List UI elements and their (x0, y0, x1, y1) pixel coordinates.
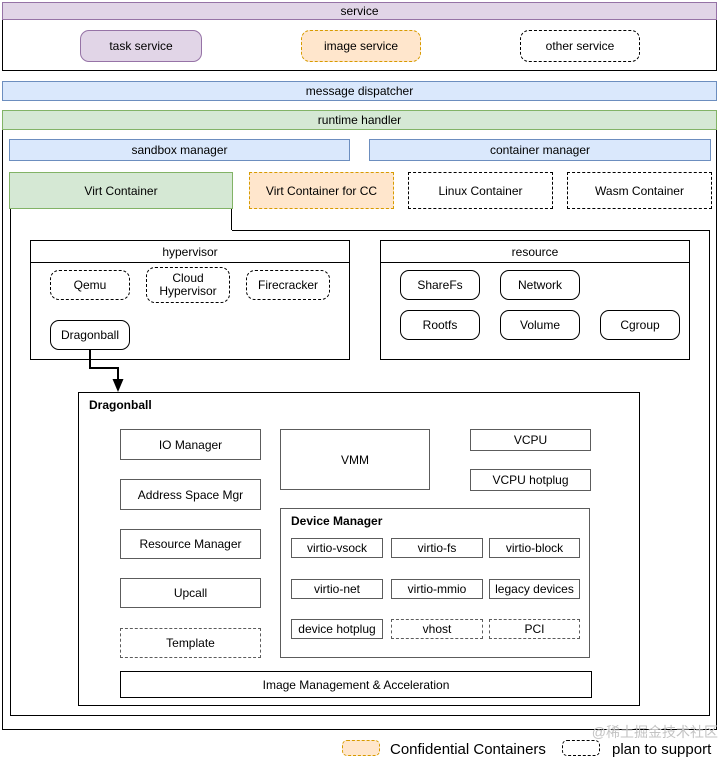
template-box: Template (120, 628, 261, 658)
network-box: Network (500, 270, 580, 300)
resource-manager-box: Resource Manager (120, 529, 261, 559)
virt-container-tab-connector (10, 209, 232, 230)
vcpu-box: VCPU (470, 429, 591, 451)
sharefs-box: ShareFs (400, 270, 480, 300)
vcpu-hotplug-box: VCPU hotplug (470, 469, 591, 491)
legend-confidential-label: Confidential Containers (390, 741, 546, 758)
hypervisor-title: hypervisor (31, 241, 349, 263)
image-service-box: image service (301, 30, 421, 62)
service-layer-title: service (2, 2, 717, 20)
virt-container-detail-topline (232, 230, 710, 231)
legend-plan-swatch (562, 740, 600, 756)
virt-container-cc-box: Virt Container for CC (249, 172, 394, 209)
legend-confidential-swatch (342, 740, 380, 756)
qemu-box: Qemu (50, 270, 130, 300)
virtio-block-box: virtio-block (489, 538, 580, 558)
image-management-box: Image Management & Acceleration (120, 671, 592, 698)
runtime-handler-title: runtime handler (2, 110, 717, 130)
cloud-hypervisor-box: Cloud Hypervisor (146, 267, 230, 303)
resource-frame: resource (380, 240, 690, 360)
firecracker-box: Firecracker (246, 270, 330, 300)
io-manager-box: IO Manager (120, 429, 261, 460)
virt-container-tab: Virt Container (9, 172, 233, 209)
vhost-box: vhost (391, 619, 483, 639)
wasm-container-box: Wasm Container (567, 172, 712, 209)
dragonball-arrow (89, 349, 124, 392)
message-dispatcher-bar: message dispatcher (2, 81, 717, 101)
virtio-vsock-box: virtio-vsock (291, 538, 383, 558)
other-service-box: other service (520, 30, 640, 62)
volume-box: Volume (500, 310, 580, 340)
resource-title: resource (381, 241, 689, 263)
upcall-box: Upcall (120, 578, 261, 608)
dragonball-detail-title: Dragonball (89, 398, 152, 412)
virtio-net-box: virtio-net (291, 579, 383, 599)
linux-container-box: Linux Container (408, 172, 553, 209)
legacy-devices-box: legacy devices (489, 579, 580, 599)
device-manager-title: Device Manager (291, 514, 383, 528)
virt-container-detail-box (10, 230, 710, 716)
container-manager-bar: container manager (369, 139, 711, 161)
sandbox-manager-bar: sandbox manager (9, 139, 350, 161)
cgroup-box: Cgroup (600, 310, 680, 340)
rootfs-box: Rootfs (400, 310, 480, 340)
address-space-mgr-box: Address Space Mgr (120, 479, 261, 510)
watermark: @稀土掘金技术社区 (591, 724, 718, 740)
virtio-fs-box: virtio-fs (391, 538, 483, 558)
task-service-box: task service (80, 30, 202, 62)
vmm-box: VMM (280, 429, 430, 490)
virtio-mmio-box: virtio-mmio (391, 579, 483, 599)
legend-plan-label: plan to support (612, 741, 712, 758)
device-hotplug-box: device hotplug (291, 619, 383, 639)
dragonball-box: Dragonball (50, 320, 130, 350)
pci-box: PCI (489, 619, 580, 639)
